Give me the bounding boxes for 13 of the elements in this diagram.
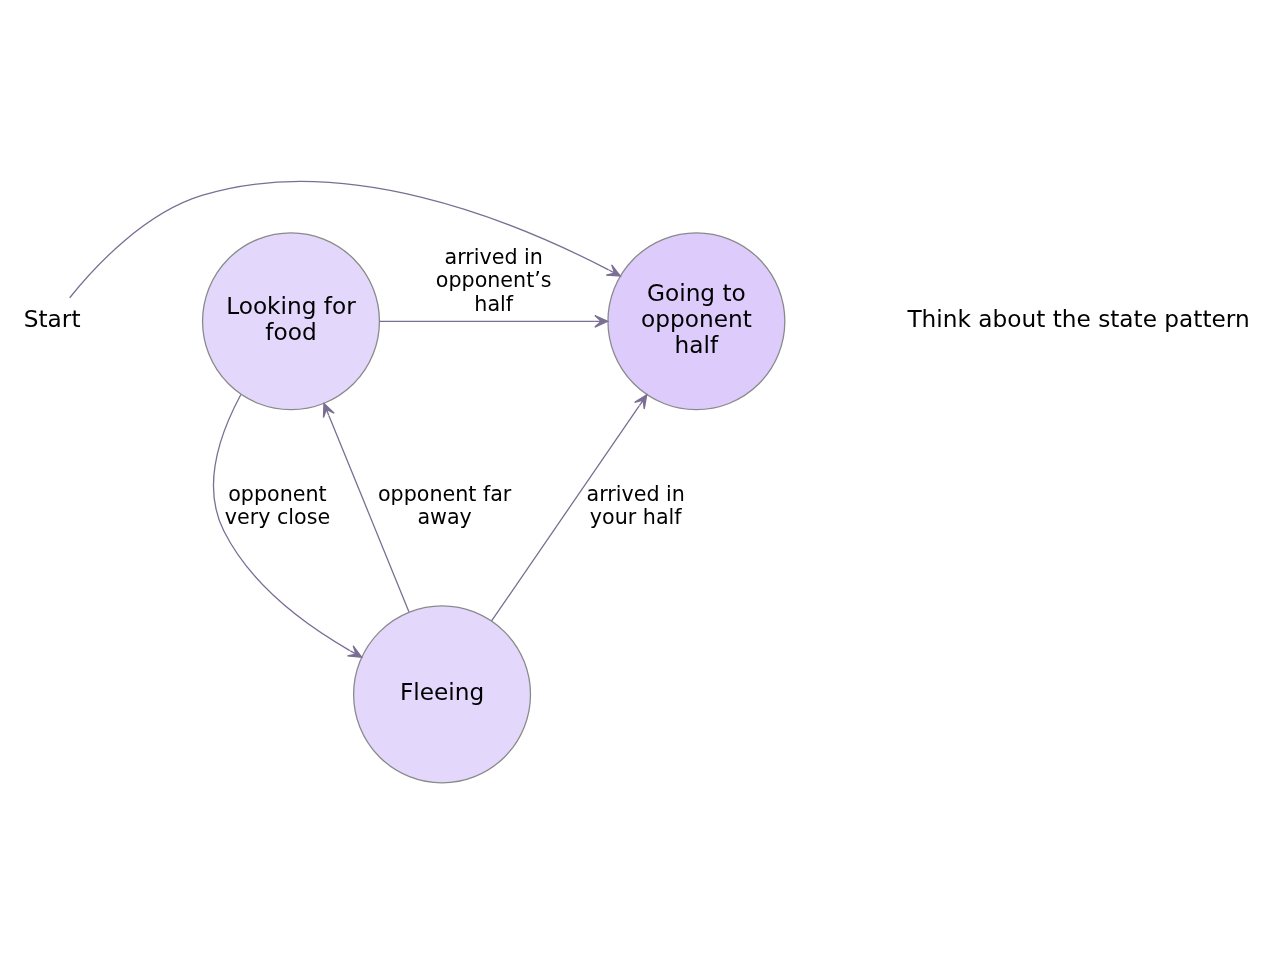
node-text: Start [23, 304, 81, 332]
arrow [69, 180, 621, 298]
label: Think about the state pattern [907, 304, 1250, 332]
arrow [322, 402, 410, 612]
node-circle: Fleeing [352, 604, 532, 783]
arrow [378, 314, 609, 328]
edge-label: opponent far away [377, 481, 512, 529]
node-circle: Looking for food [201, 231, 381, 410]
arrow [213, 393, 363, 658]
arrow [490, 393, 648, 622]
edge-label: arrived in opponent’s half [435, 244, 552, 316]
edge-label: opponent very close [224, 481, 331, 529]
edge-label: arrived in your half [586, 481, 685, 529]
